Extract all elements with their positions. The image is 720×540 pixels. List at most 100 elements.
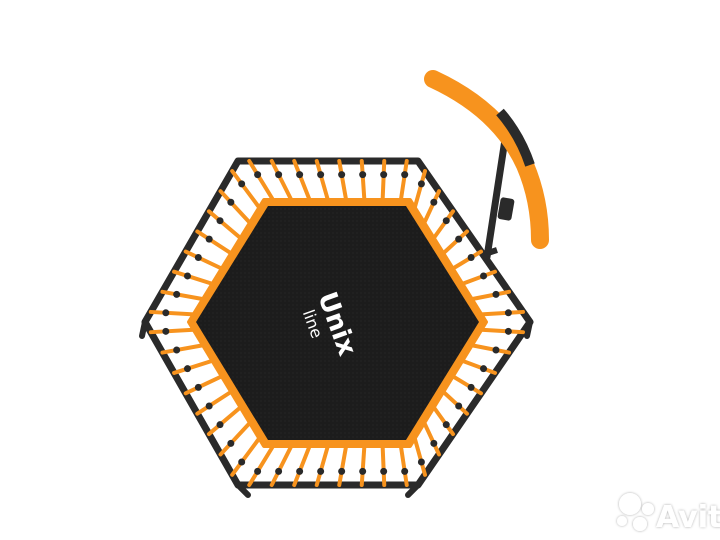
spring-clip (205, 402, 213, 410)
spring-clip (162, 309, 170, 317)
spring-clip (254, 171, 262, 179)
spring-clip (338, 467, 346, 475)
spring-cord (431, 209, 455, 241)
spring-cord (183, 249, 224, 271)
spring-clip (254, 467, 262, 475)
spring-cord (469, 343, 511, 355)
spring-clip (317, 171, 325, 179)
spring-cord (160, 343, 206, 355)
spring-clip (183, 272, 191, 280)
spring-cord (314, 444, 330, 487)
spring-cord (206, 405, 243, 437)
spring-clip (194, 254, 202, 262)
spring-clip (205, 235, 213, 243)
spring-cord (398, 444, 409, 487)
spring-cord (230, 169, 262, 210)
spring-clip (455, 402, 463, 410)
spring-clip (227, 439, 235, 447)
spring-cord (359, 159, 367, 202)
spring-cord (441, 229, 469, 256)
spring-clip (380, 171, 388, 179)
spring-cord (398, 159, 409, 202)
spring-clip (238, 180, 246, 188)
spring-cord (247, 444, 276, 487)
spring-clip (162, 327, 170, 335)
spring-clip (338, 171, 346, 179)
spring-cord (247, 159, 276, 202)
spring-cord (479, 309, 525, 317)
spring-clip (401, 467, 409, 475)
spring-clip (275, 467, 283, 475)
spring-cord (380, 444, 387, 487)
spring-cord (172, 269, 215, 286)
spring-cord (195, 389, 234, 416)
jumping-mat (196, 206, 479, 440)
spring-cord (450, 249, 483, 271)
spring-cord (337, 159, 349, 202)
spring-cord (148, 327, 196, 335)
spring-cord (160, 289, 206, 302)
spring-cord (380, 159, 387, 202)
spring-clip (401, 171, 409, 179)
spring-cord (479, 327, 525, 335)
avito-dots-icon (617, 493, 654, 531)
spring-clip (455, 235, 463, 243)
bungee-springs (148, 159, 525, 487)
spring-clip (442, 421, 450, 429)
spring-clip (467, 254, 475, 262)
spring-clip (430, 439, 438, 447)
spring-clip (275, 171, 283, 179)
spring-clip (504, 327, 512, 335)
spring-cord (412, 169, 427, 210)
spring-cord (218, 189, 252, 225)
spring-clip (183, 365, 191, 373)
spring-cord (469, 289, 511, 302)
spring-cord (148, 309, 196, 317)
spring-clip (467, 383, 475, 391)
spring-cord (292, 444, 312, 487)
spring-cord (337, 444, 349, 487)
spring-cord (441, 389, 469, 416)
spring-cord (183, 374, 224, 396)
spring-clip (480, 365, 488, 373)
spring-clip (359, 467, 367, 475)
watermark-text: Avito (656, 500, 720, 535)
spring-clip (417, 458, 425, 466)
spring-clip (442, 217, 450, 225)
spring-cord (422, 420, 441, 457)
spring-cord (230, 436, 262, 477)
spring-clip (504, 309, 512, 317)
spring-clip (238, 458, 246, 466)
spring-clip (380, 467, 388, 475)
spring-cord (460, 358, 497, 375)
spring-cord (269, 159, 294, 202)
spring-clip (317, 467, 325, 475)
spring-clip (173, 346, 181, 354)
spring-clip (430, 198, 438, 206)
spring-clip (492, 290, 500, 298)
spring-cord (195, 229, 234, 256)
spring-cord (172, 358, 215, 375)
spring-clip (227, 198, 235, 206)
spring-clip (216, 421, 224, 429)
spring-clip (480, 272, 488, 280)
frame-legs (139, 319, 533, 498)
spring-cord (450, 374, 483, 396)
spring-clip (194, 383, 202, 391)
spring-cord (218, 420, 252, 457)
spring-clip (359, 171, 367, 179)
spring-clip (492, 346, 500, 354)
spring-cord (292, 159, 312, 202)
spring-clip (417, 180, 425, 188)
spring-clip (296, 467, 304, 475)
spring-cord (431, 405, 455, 437)
spring-cord (269, 444, 294, 487)
spring-cord (206, 209, 243, 241)
spring-clip (216, 217, 224, 225)
spring-clip (173, 290, 181, 298)
spring-cord (412, 436, 427, 477)
spring-cord (314, 159, 330, 202)
handlebar (424, 70, 549, 261)
avito-watermark: Avito (617, 493, 720, 535)
